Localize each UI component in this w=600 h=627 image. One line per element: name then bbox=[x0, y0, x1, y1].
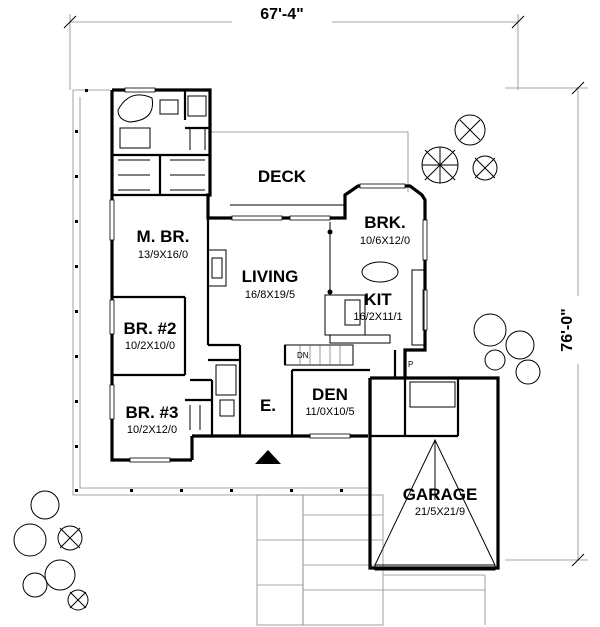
bedroom-2-label: BR. #2 bbox=[124, 319, 177, 338]
den-size: 11/0X10/5 bbox=[305, 406, 354, 418]
master-bedroom-label: M. BR. bbox=[137, 227, 190, 246]
living-size: 16/8X19/5 bbox=[245, 289, 295, 301]
bathtub-icon bbox=[117, 94, 207, 149]
overall-width-dimension: 67'-4" bbox=[63, 2, 525, 90]
garage-roof-lines bbox=[374, 438, 496, 571]
overall-width-label: 67'-4" bbox=[260, 6, 303, 23]
stair-down-label: DN bbox=[297, 351, 309, 360]
bedroom-3-size: 10/2X12/0 bbox=[127, 424, 177, 436]
garage-label: GARAGE bbox=[403, 485, 478, 504]
windows bbox=[109, 87, 428, 463]
site-outline bbox=[72, 89, 486, 626]
brk-size: 10/6X12/0 bbox=[360, 235, 410, 247]
kitchen-label: KIT bbox=[364, 290, 392, 309]
overall-depth-dimension: 76'-0" bbox=[505, 81, 590, 567]
fireplace-icon bbox=[207, 249, 227, 287]
bedroom-3-label: BR. #3 bbox=[126, 403, 179, 422]
tree-icon bbox=[13, 490, 89, 611]
porch-railing-posts bbox=[75, 89, 343, 492]
interior-walls bbox=[112, 90, 460, 438]
living-label: LIVING bbox=[242, 267, 299, 286]
den-label: DEN bbox=[312, 385, 348, 404]
garage-size: 21/5X21/9 bbox=[415, 506, 465, 518]
overall-depth-label: 76'-0" bbox=[559, 308, 576, 351]
brk-label: BRK. bbox=[364, 213, 406, 232]
entry-label: E. bbox=[260, 396, 276, 415]
bedroom-2-size: 10/2X10/0 bbox=[125, 340, 175, 352]
deck-label: DECK bbox=[258, 167, 307, 186]
shrub-icon bbox=[473, 313, 541, 385]
tree-icon bbox=[421, 114, 498, 184]
kitchen-island bbox=[361, 261, 399, 283]
master-bedroom-size: 13/9X16/0 bbox=[138, 249, 188, 261]
kitchen-size: 16/2X11/1 bbox=[353, 311, 402, 323]
pantry-label: P bbox=[408, 360, 413, 369]
entry-arrow-icon bbox=[255, 450, 281, 464]
